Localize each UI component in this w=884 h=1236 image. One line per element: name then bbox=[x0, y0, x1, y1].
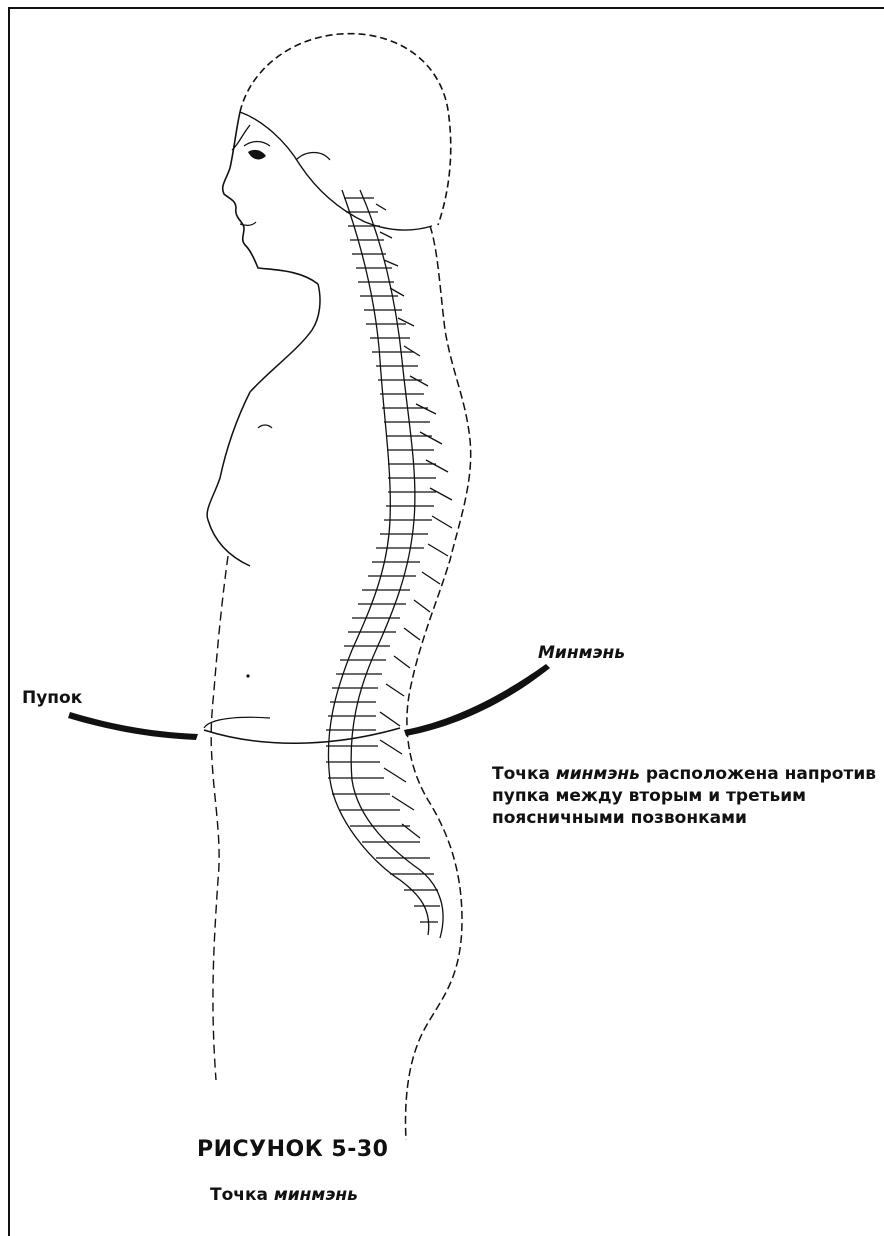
chest-front bbox=[207, 392, 250, 566]
figure-subtitle: Точка минмэнь bbox=[210, 1185, 358, 1205]
description-part1: Точка bbox=[492, 764, 556, 784]
mingmen-label: Минмэнь bbox=[538, 645, 625, 662]
mingmen-arrow bbox=[404, 664, 550, 736]
hair-line bbox=[240, 112, 432, 230]
description-text: Точка минмэнь расположена напротив пупка… bbox=[492, 763, 882, 829]
back-outline bbox=[406, 226, 471, 1140]
head-outline bbox=[240, 34, 451, 225]
navel-arrow bbox=[68, 712, 198, 740]
figure-title: РИСУНОК 5-30 bbox=[197, 1137, 388, 1162]
eye bbox=[248, 150, 266, 160]
subtitle-italic: минмэнь bbox=[274, 1185, 358, 1205]
face-profile bbox=[223, 112, 318, 284]
description-italic: минмэнь bbox=[556, 764, 640, 784]
navel-label: Пупок bbox=[22, 690, 82, 707]
abdomen-front bbox=[211, 556, 228, 1080]
subtitle-prefix: Точка bbox=[210, 1185, 274, 1205]
neck-front bbox=[250, 284, 320, 392]
spine bbox=[326, 190, 452, 938]
